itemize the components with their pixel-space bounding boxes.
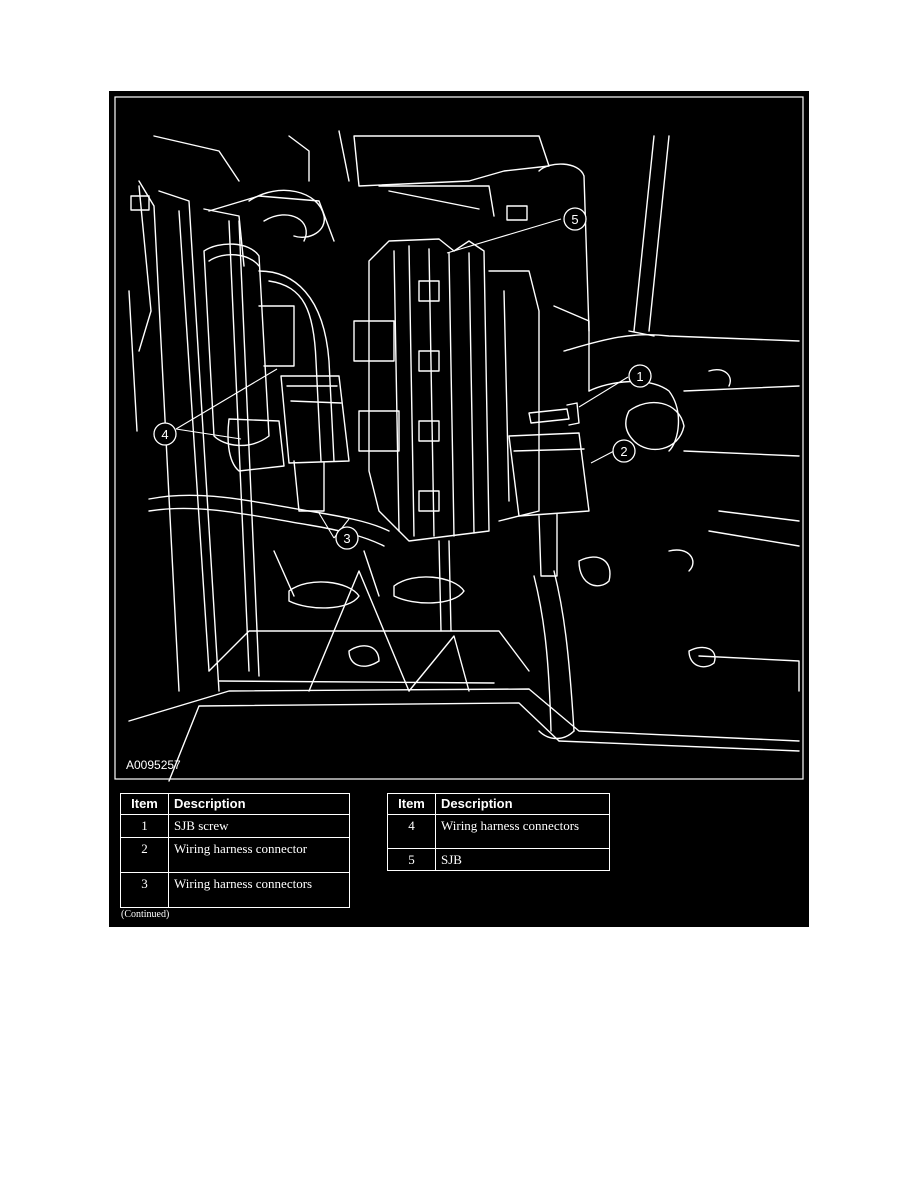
callout-1-label: 1	[636, 369, 643, 384]
table-row: 5 SJB	[387, 848, 610, 871]
callout-4-label: 4	[161, 427, 168, 442]
figure-id: A0095257	[126, 758, 181, 772]
callout-2-label: 2	[620, 444, 627, 459]
row-item: 1	[120, 814, 169, 838]
continued-note: (Continued)	[121, 909, 170, 920]
row-item: 3	[120, 872, 169, 908]
callout-1-circle	[628, 364, 652, 388]
row-description: SJB	[435, 848, 610, 871]
row-description: Wiring harness connector	[168, 837, 350, 873]
callout-3-circle	[335, 526, 359, 550]
header-description: Description	[168, 793, 350, 815]
header-item: Item	[387, 793, 436, 815]
table-row: 3 Wiring harness connectors	[120, 872, 350, 908]
row-description: Wiring harness connectors	[435, 814, 610, 849]
header-item: Item	[120, 793, 169, 815]
callout-4-circle	[153, 422, 177, 446]
legend-table-left: Item Description 1 SJB screw 2 Wiring ha…	[120, 793, 350, 908]
table-row: 1 SJB screw	[120, 814, 350, 838]
callout-3-label: 3	[343, 531, 350, 546]
callout-5-label: 5	[571, 212, 578, 227]
row-item: 2	[120, 837, 169, 873]
callout-2-circle	[612, 439, 636, 463]
row-item: 5	[387, 848, 436, 871]
exploded-view-illustration: 5 1 2 3 4	[114, 96, 804, 782]
table-row: 2 Wiring harness connector	[120, 837, 350, 873]
table-row: 4 Wiring harness connectors	[387, 814, 610, 849]
row-description: SJB screw	[168, 814, 350, 838]
header-description: Description	[435, 793, 610, 815]
figure-panel: 5 1 2 3 4 A0095257 Item Description 1 SJ…	[109, 91, 809, 927]
legend-table-right: Item Description 4 Wiring harness connec…	[387, 793, 610, 871]
row-description: Wiring harness connectors	[168, 872, 350, 908]
callout-5-circle	[563, 207, 587, 231]
row-item: 4	[387, 814, 436, 849]
